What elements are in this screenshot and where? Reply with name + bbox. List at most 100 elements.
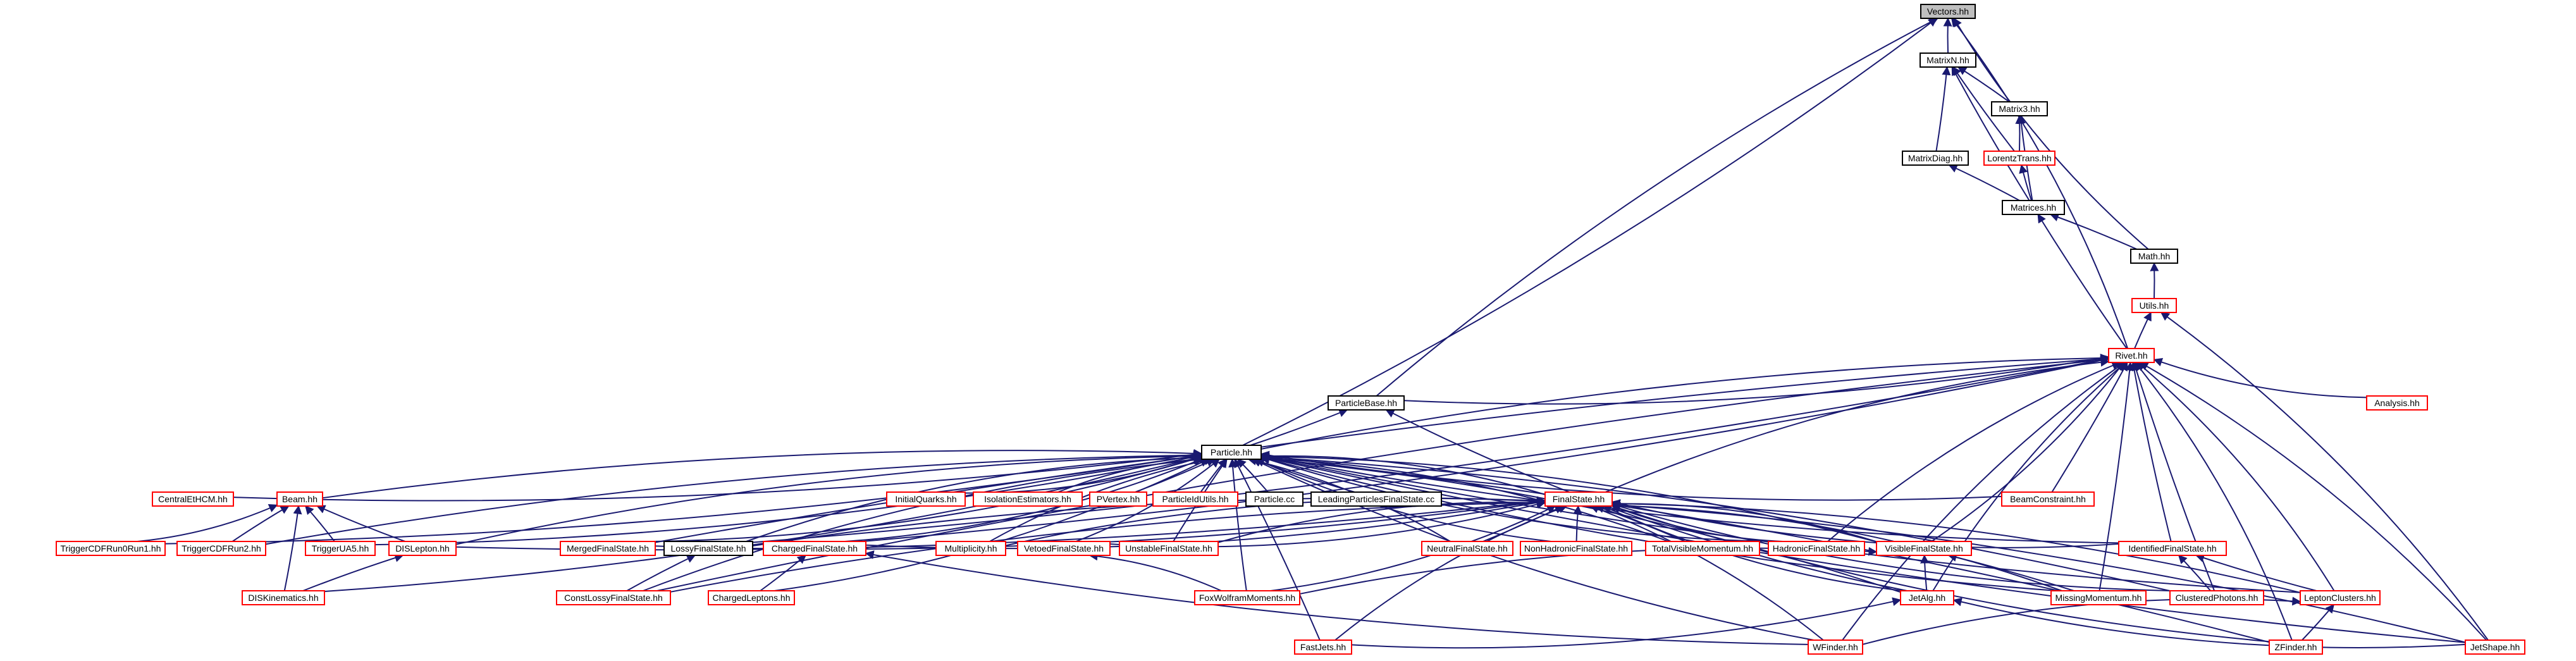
node-box-missingmomentum: [2050, 590, 2147, 605]
node-box-particleidutils: [1152, 491, 1238, 507]
node-triggerua5[interactable]: TriggerUA5.hh: [305, 541, 376, 556]
node-rivet[interactable]: Rivet.hh: [2108, 348, 2155, 363]
node-label-jetshape: JetShape.hh: [2470, 642, 2520, 652]
edge-nonhadronicfs-to-particle: [1255, 458, 1551, 542]
node-matrixdiag[interactable]: MatrixDiag.hh: [1902, 151, 1969, 166]
node-lorentztrans[interactable]: LorentzTrans.hh: [1983, 151, 2055, 166]
edge-finalstate-to-rivet: [1605, 357, 2110, 493]
node-label-triggercdf1: TriggerCDFRun0Run1.hh: [61, 543, 161, 553]
node-unstablefs[interactable]: UnstableFinalState.hh: [1119, 541, 1219, 556]
node-multiplicity[interactable]: Multiplicity.hh: [935, 541, 1006, 556]
node-box-finalstate: [1544, 491, 1613, 507]
node-diskinematics[interactable]: DISKinematics.hh: [242, 590, 325, 605]
edge-matrices-to-matrixdiag: [1948, 164, 2020, 201]
node-visiblefs[interactable]: VisibleFinalState.hh: [1876, 541, 1972, 556]
node-zfinder[interactable]: ZFinder.hh: [2269, 639, 2323, 655]
node-beamconstraint[interactable]: BeamConstraint.hh: [2001, 491, 2095, 507]
node-label-diskinematics: DISKinematics.hh: [248, 593, 318, 603]
edge-chargedfs-to-particle: [844, 458, 1203, 542]
edge-dislepton-to-beam: [316, 505, 405, 542]
node-totalvisible[interactable]: TotalVisibleMomentum.hh: [1645, 541, 1760, 556]
node-analysis[interactable]: Analysis.hh: [2366, 395, 2428, 411]
node-box-jetshape: [2465, 639, 2525, 655]
edge-identifiedfs-to-rivet: [2129, 361, 2172, 542]
node-foxwolfram[interactable]: FoxWolframMoments.hh: [1194, 590, 1300, 605]
node-label-particlecc: Particle.cc: [1254, 494, 1295, 504]
edge-missingmomentum-to-finalstate: [1611, 501, 2062, 591]
node-dislepton[interactable]: DISLepton.hh: [388, 541, 457, 556]
node-beam[interactable]: Beam.hh: [276, 491, 323, 507]
node-pvertex[interactable]: PVertex.hh: [1089, 491, 1147, 507]
edge-particle-to-particlebase: [1250, 409, 1348, 446]
node-label-foxwolfram: FoxWolframMoments.hh: [1199, 593, 1295, 603]
node-label-centraleth: CentralEtHCM.hh: [158, 494, 228, 504]
edge-constlossyfs-to-lossyfs: [626, 555, 696, 591]
node-jetshape[interactable]: JetShape.hh: [2465, 639, 2525, 655]
node-box-hadronicfs: [1768, 541, 1865, 556]
node-triggercdf1[interactable]: TriggerCDFRun0Run1.hh: [56, 541, 166, 556]
node-wfinder[interactable]: WFinder.hh: [1808, 639, 1863, 655]
node-centraleth[interactable]: CentralEtHCM.hh: [152, 491, 234, 507]
node-label-totalvisible: TotalVisibleMomentum.hh: [1652, 543, 1753, 553]
node-box-math: [2130, 249, 2178, 264]
edge-jetalg-to-particle: [1260, 454, 1901, 593]
node-missingmomentum[interactable]: MissingMomentum.hh: [2050, 590, 2147, 605]
node-label-missingmomentum: MissingMomentum.hh: [2055, 593, 2142, 603]
node-initialquarks[interactable]: InitialQuarks.hh: [886, 491, 966, 507]
edge-foxwolfram-to-vetoedfs: [1088, 552, 1222, 591]
node-jetalg[interactable]: JetAlg.hh: [1900, 590, 1954, 605]
node-box-matrix3: [1991, 101, 2048, 116]
node-identifiedfs[interactable]: IdentifiedFinalState.hh: [2118, 541, 2227, 556]
node-box-mergedfs: [560, 541, 656, 556]
node-particlebase[interactable]: ParticleBase.hh: [1328, 395, 1405, 411]
edge-zfinder-to-leptonclusters: [2302, 603, 2335, 641]
node-math[interactable]: Math.hh: [2130, 249, 2178, 264]
edge-rivet-to-utils: [2134, 311, 2152, 349]
edge-lossyfs-to-rivet: [752, 355, 2110, 543]
edge-particle-to-rivet: [1260, 354, 2110, 450]
node-mergedfs[interactable]: MergedFinalState.hh: [560, 541, 656, 556]
node-particleidutils[interactable]: ParticleIdUtils.hh: [1152, 491, 1238, 507]
node-constlossyfs[interactable]: ConstLossyFinalState.hh: [556, 590, 671, 605]
node-particlecc[interactable]: Particle.cc: [1245, 491, 1303, 507]
node-label-visiblefs: VisibleFinalState.hh: [1885, 543, 1963, 553]
node-box-matrixdiag: [1902, 151, 1969, 166]
node-lossyfs[interactable]: LossyFinalState.hh: [663, 541, 753, 556]
node-box-initialquarks: [886, 491, 966, 507]
node-chargedleptons[interactable]: ChargedLeptons.hh: [708, 590, 795, 605]
node-matrix3[interactable]: Matrix3.hh: [1991, 101, 2048, 116]
node-matrixn[interactable]: MatrixN.hh: [1920, 53, 1976, 68]
node-finalstate[interactable]: FinalState.hh: [1544, 491, 1613, 507]
node-label-lossyfs: LossyFinalState.hh: [670, 543, 746, 553]
node-leadingparticles[interactable]: LeadingParticlesFinalState.cc: [1310, 491, 1442, 507]
node-utils[interactable]: Utils.hh: [2131, 298, 2177, 313]
edge-triggerua5-to-beam: [305, 505, 335, 542]
node-neutralfs[interactable]: NeutralFinalState.hh: [1421, 541, 1513, 556]
node-fastjets[interactable]: FastJets.hh: [1294, 639, 1352, 655]
node-nonhadronicfs[interactable]: NonHadronicFinalState.hh: [1520, 541, 1632, 556]
node-leptonclusters[interactable]: LeptonClusters.hh: [2300, 590, 2381, 605]
edge-triggercdf1-to-particle: [164, 452, 1203, 545]
node-box-centraleth: [152, 491, 234, 507]
node-clusteredphotons[interactable]: ClusteredPhotons.hh: [2169, 590, 2264, 605]
edge-mergedfs-to-particle: [653, 455, 1203, 542]
node-triggercdf2[interactable]: TriggerCDFRun2.hh: [176, 541, 266, 556]
node-label-wfinder: WFinder.hh: [1813, 642, 1858, 652]
node-box-beamconstraint: [2001, 491, 2095, 507]
node-vetoedfs[interactable]: VetoedFinalState.hh: [1017, 541, 1111, 556]
edge-hadronicfs-to-particle: [1260, 455, 1775, 542]
node-box-triggercdf2: [176, 541, 266, 556]
node-label-triggerua5: TriggerUA5.hh: [312, 543, 369, 553]
edge-chargedleptons-to-chargedfs: [760, 555, 806, 591]
node-hadronicfs[interactable]: HadronicFinalState.hh: [1768, 541, 1865, 556]
node-chargedfs[interactable]: ChargedFinalState.hh: [763, 541, 866, 556]
edge-jetalg-to-visiblefs: [1920, 554, 1930, 591]
edge-particlebase-to-rivet: [1403, 354, 2110, 405]
node-label-zfinder: ZFinder.hh: [2275, 642, 2317, 652]
node-particle[interactable]: Particle.hh: [1201, 445, 1262, 460]
node-vectors[interactable]: Vectors.hh: [1920, 4, 1976, 19]
edge-matrix3-to-matrixn: [1957, 66, 2010, 102]
edge-triggercdf2-to-beam: [231, 505, 290, 542]
node-isolation[interactable]: IsolationEstimators.hh: [973, 491, 1083, 507]
node-matrices[interactable]: Matrices.hh: [2002, 200, 2065, 215]
